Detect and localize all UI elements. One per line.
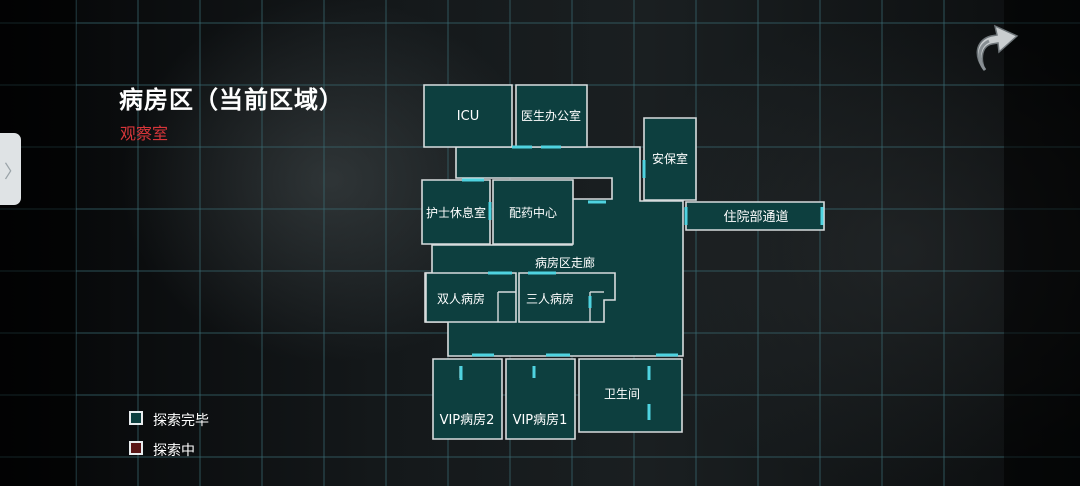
back-arrow-icon[interactable] [963, 18, 1021, 74]
chevron-right-icon: 〉 [4, 162, 22, 183]
room-vip-ward-1: VIP病房1 [505, 358, 576, 440]
room-inpatient-passage: 住院部通道 [685, 201, 825, 231]
left-shade [0, 0, 76, 486]
ward-corridor-label: 病房区走廊 [535, 255, 595, 270]
room-double-ward-label: 双人病房 [437, 291, 485, 306]
exploring-swatch [129, 441, 143, 455]
room-security-label: 安保室 [652, 151, 688, 166]
explored-swatch [129, 411, 143, 425]
area-title: 病房区（当前区域） [119, 86, 344, 114]
room-security: 安保室 [643, 117, 697, 201]
room-vip-ward-1-label: VIP病房1 [513, 412, 568, 428]
room-nurse-lounge-label: 护士休息室 [426, 205, 486, 220]
room-icu-label: ICU [457, 109, 479, 124]
room-inpatient-passage-label: 住院部通道 [723, 210, 788, 225]
room-pharmacy: 配药中心 [492, 179, 574, 245]
room-doctor-office: 医生办公室 [515, 84, 588, 148]
room-triple-ward-label: 三人病房 [526, 291, 574, 306]
room-bathroom: 卫生间 [578, 358, 683, 433]
room-vip-ward-2: VIP病房2 [432, 358, 503, 440]
legend-explored-label: 探索完毕 [153, 413, 209, 429]
room-bathroom-label: 卫生间 [604, 387, 640, 401]
room-triple-ward: 三人病房 [518, 272, 616, 323]
room-doctor-office-label: 医生办公室 [521, 108, 581, 123]
room-vip-ward-2-label: VIP病房2 [440, 412, 495, 428]
legend-exploring-label: 探索中 [153, 443, 195, 459]
current-room-label: 观察室 [120, 124, 169, 143]
room-double-ward: 双人病房 [425, 272, 517, 323]
right-shade [1004, 0, 1080, 486]
room-pharmacy-label: 配药中心 [509, 205, 557, 220]
room-nurse-lounge: 护士休息室 [421, 179, 491, 245]
room-icu: ICU [423, 84, 513, 148]
side-panel-tab[interactable]: 〉 [0, 133, 22, 205]
